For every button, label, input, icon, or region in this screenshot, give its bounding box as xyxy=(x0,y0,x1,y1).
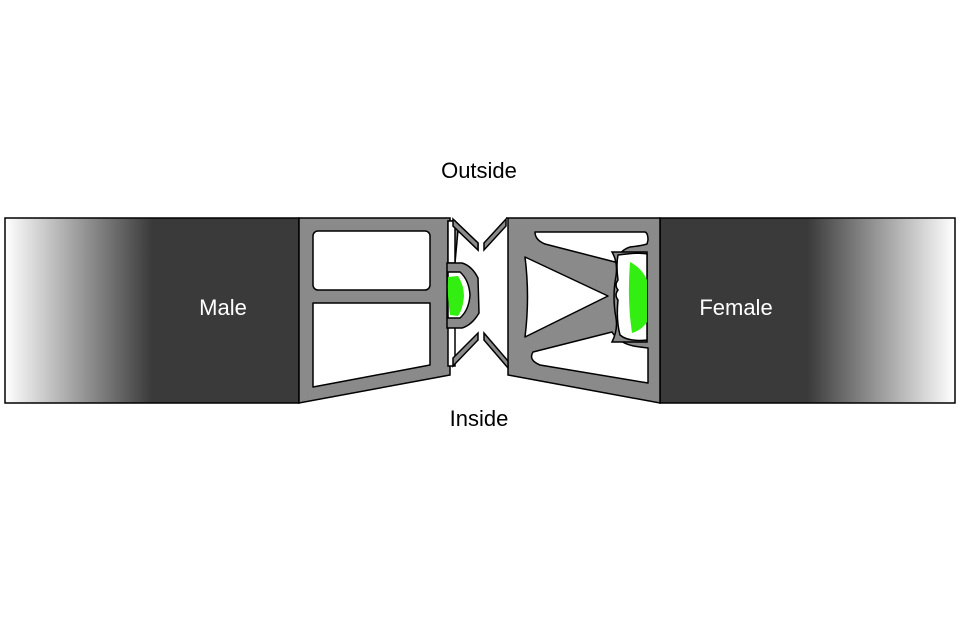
inside-label: Inside xyxy=(449,406,509,431)
male-seal xyxy=(447,276,464,316)
male-label: Male xyxy=(199,295,247,320)
male-profile xyxy=(298,217,480,404)
female-seal xyxy=(628,262,647,333)
outside-label: Outside xyxy=(441,158,517,183)
female-label: Female xyxy=(699,295,773,320)
male-bar xyxy=(4,217,300,404)
female-bar xyxy=(659,217,956,404)
female-profile xyxy=(483,217,661,404)
